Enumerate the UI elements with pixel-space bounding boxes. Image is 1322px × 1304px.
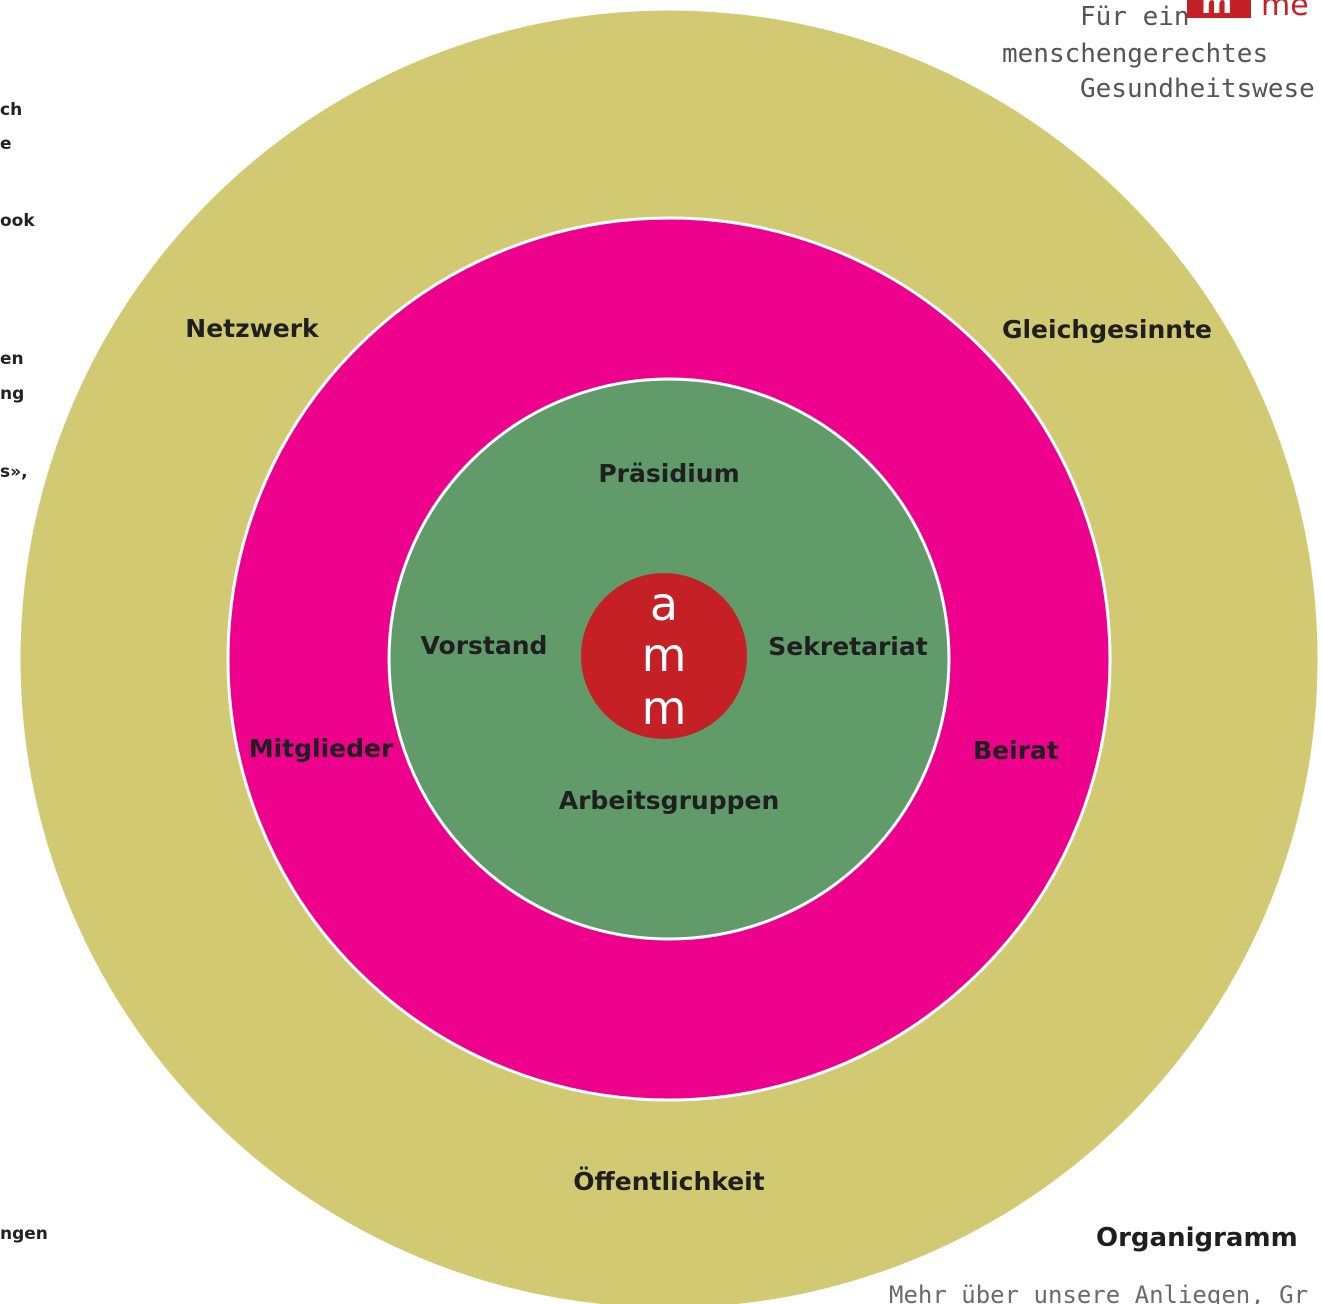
page-title: Organigramm bbox=[1096, 1223, 1298, 1253]
label-oeffentlichkeit: Öffentlichkeit bbox=[573, 1166, 764, 1196]
label-praesidium: Präsidium bbox=[598, 459, 739, 488]
label-arbeitsgruppen: Arbeitsgruppen bbox=[559, 786, 780, 815]
label-sekretariat: Sekretariat bbox=[768, 632, 927, 661]
logo-tagline-line2: menschengerechtes bbox=[1002, 39, 1269, 69]
sidebar-fragment: ook bbox=[0, 211, 35, 231]
amm-logo-circle bbox=[581, 573, 747, 739]
logo-tagline-line1: Für ein bbox=[1080, 2, 1190, 32]
logo-tagline-line3: Gesundheitswese bbox=[1080, 74, 1315, 104]
sidebar-fragment: ngen bbox=[0, 1224, 48, 1244]
label-vorstand: Vorstand bbox=[421, 631, 548, 660]
logo-mark: m bbox=[1187, 0, 1251, 18]
amm-letter-m: m bbox=[642, 628, 687, 682]
sidebar-fragment: e bbox=[0, 134, 12, 154]
more-about-link[interactable]: Mehr über unsere Anliegen, Gr bbox=[889, 1281, 1309, 1304]
sidebar-fragment: ng bbox=[0, 384, 25, 404]
sidebar-fragment: ch bbox=[0, 100, 23, 120]
label-gleichgesinnte: Gleichgesinnte bbox=[1002, 315, 1212, 344]
label-mitglieder: Mitglieder bbox=[249, 734, 394, 763]
label-netzwerk: Netzwerk bbox=[185, 314, 320, 343]
sidebar-fragment: s», bbox=[0, 462, 28, 482]
logo-mark-letter: m bbox=[1201, 0, 1233, 18]
amm-letter-m: m bbox=[642, 681, 687, 735]
amm-letter-a: a bbox=[650, 577, 678, 631]
logo-wordmark: me bbox=[1261, 0, 1309, 23]
sidebar-fragment: en bbox=[0, 349, 24, 369]
label-beirat: Beirat bbox=[973, 736, 1059, 765]
